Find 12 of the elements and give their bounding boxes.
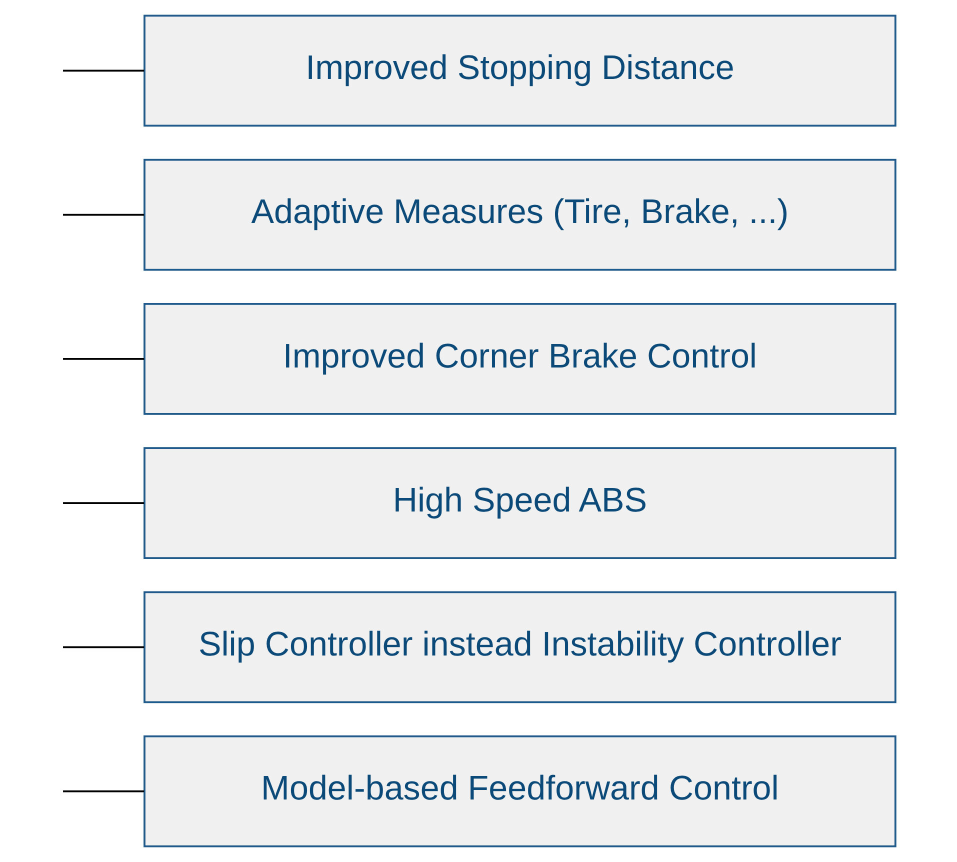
node-box: Slip Controller instead Instability Controller: [144, 591, 896, 704]
node-box: High Speed ABS: [144, 447, 896, 559]
connector: [63, 502, 144, 504]
node-box: Model-based Feedforward Control: [144, 735, 896, 848]
connector: [63, 646, 144, 648]
connector: [63, 358, 144, 360]
node-box: Improved Stopping Distance: [144, 14, 896, 127]
node-box: Adaptive Measures (Tire, Brake, ...): [144, 158, 896, 271]
connector: [63, 214, 144, 216]
connector: [63, 790, 144, 792]
node-box: Improved Corner Brake Control: [144, 303, 896, 415]
connector: [63, 70, 144, 72]
